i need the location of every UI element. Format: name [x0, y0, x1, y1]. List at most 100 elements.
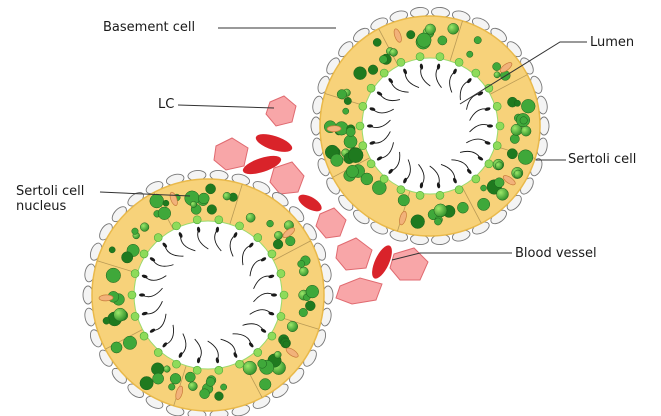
germ-cell: [168, 384, 175, 391]
germ-cell: [153, 373, 164, 384]
leydig-cell: [316, 208, 346, 238]
spermatid: [455, 58, 463, 66]
germ-cell: [132, 228, 138, 234]
germ-cell: [163, 200, 169, 206]
germ-cell: [344, 97, 351, 104]
germ-cell: [343, 108, 349, 114]
red-blood-cell: [254, 130, 294, 155]
germ-cell: [346, 165, 358, 177]
spermatid: [128, 291, 136, 299]
tubule-lower: [83, 170, 333, 416]
spermatid: [277, 312, 285, 320]
germ-cell: [514, 100, 520, 106]
germ-cell: [510, 134, 519, 143]
germ-cell: [299, 267, 308, 276]
germ-cell: [518, 150, 533, 165]
spermatid: [215, 366, 223, 374]
germ-cell: [467, 51, 473, 57]
germ-cell: [140, 223, 149, 232]
germ-cell: [306, 285, 319, 298]
germ-cell: [474, 36, 481, 43]
tubule-upper: [311, 7, 549, 246]
germ-cell: [305, 301, 315, 311]
germ-cell: [425, 24, 436, 35]
germ-cell: [496, 188, 508, 200]
germ-cell: [417, 33, 431, 47]
label-lumen: Lumen: [590, 35, 634, 50]
germ-cell: [521, 126, 531, 136]
germ-cell: [507, 149, 517, 159]
germ-cell: [457, 202, 468, 213]
germ-cell: [494, 72, 500, 78]
germ-cell: [495, 162, 503, 170]
label-sertoli-nucleus-line1: Sertoli cell: [16, 184, 106, 199]
leydig-cell: [336, 278, 382, 304]
germ-cell: [481, 185, 487, 191]
germ-cell: [170, 373, 181, 384]
germ-cell: [434, 204, 447, 217]
leydig-cell: [336, 238, 372, 270]
spermatid: [131, 312, 139, 320]
germ-cell: [331, 154, 343, 166]
germ-cell: [348, 148, 363, 163]
spermatid: [236, 360, 244, 368]
spermatid: [277, 270, 285, 278]
germ-cell: [220, 384, 226, 390]
germ-cell: [398, 195, 409, 206]
germ-cell: [373, 38, 381, 46]
spermatid: [380, 175, 388, 183]
spermatid: [493, 102, 501, 110]
germ-cell: [514, 170, 522, 178]
germ-cell: [448, 23, 459, 34]
germ-cell: [493, 63, 501, 71]
spermatid: [140, 250, 148, 258]
germ-cell: [494, 178, 504, 188]
spermatid: [131, 270, 139, 278]
leader-lc: [178, 105, 274, 108]
spermatid: [154, 348, 162, 356]
label-sertoli-cell-nucleus: Sertoli cell nucleus: [16, 184, 106, 214]
germ-cell: [283, 341, 290, 348]
germ-cell: [150, 194, 164, 208]
germ-cell: [164, 366, 171, 373]
spermatid: [140, 332, 148, 340]
germ-cell: [361, 173, 373, 185]
germ-cell: [354, 67, 367, 80]
spermatid: [268, 332, 276, 340]
spermatid: [172, 222, 180, 230]
germ-cell: [188, 382, 197, 391]
germ-cell: [287, 321, 297, 331]
spermatid: [493, 142, 501, 150]
label-basement-cell: Basement cell: [103, 20, 195, 35]
spermatid: [367, 84, 375, 92]
spermatid: [485, 160, 493, 168]
germ-cell: [109, 247, 115, 253]
spermatid: [359, 142, 367, 150]
spermatid: [193, 366, 201, 374]
germ-cell: [438, 36, 447, 45]
spermatid: [436, 191, 444, 199]
leydig-cell: [266, 96, 296, 126]
germ-cell: [258, 359, 267, 368]
germ-cell: [206, 377, 215, 386]
leydig-cell: [214, 138, 248, 170]
spermatid: [172, 360, 180, 368]
label-sertoli-cell: Sertoli cell: [568, 152, 636, 167]
spermatid: [254, 348, 262, 356]
germ-cell: [267, 220, 274, 227]
germ-cell: [344, 135, 357, 148]
spermatid: [472, 175, 480, 183]
spermatid: [472, 69, 480, 77]
label-blood-vessel: Blood vessel: [515, 246, 597, 261]
spermatid: [154, 234, 162, 242]
germ-cell: [521, 99, 535, 113]
spermatid: [215, 216, 223, 224]
germ-cell: [223, 192, 231, 200]
germ-cell: [122, 252, 133, 263]
spermatid: [436, 53, 444, 61]
germ-cell: [207, 205, 217, 215]
spermatid: [236, 222, 244, 230]
germ-cell: [158, 207, 171, 220]
label-sertoli-nucleus-line2: nucleus: [16, 199, 106, 214]
germ-cell: [434, 218, 441, 225]
